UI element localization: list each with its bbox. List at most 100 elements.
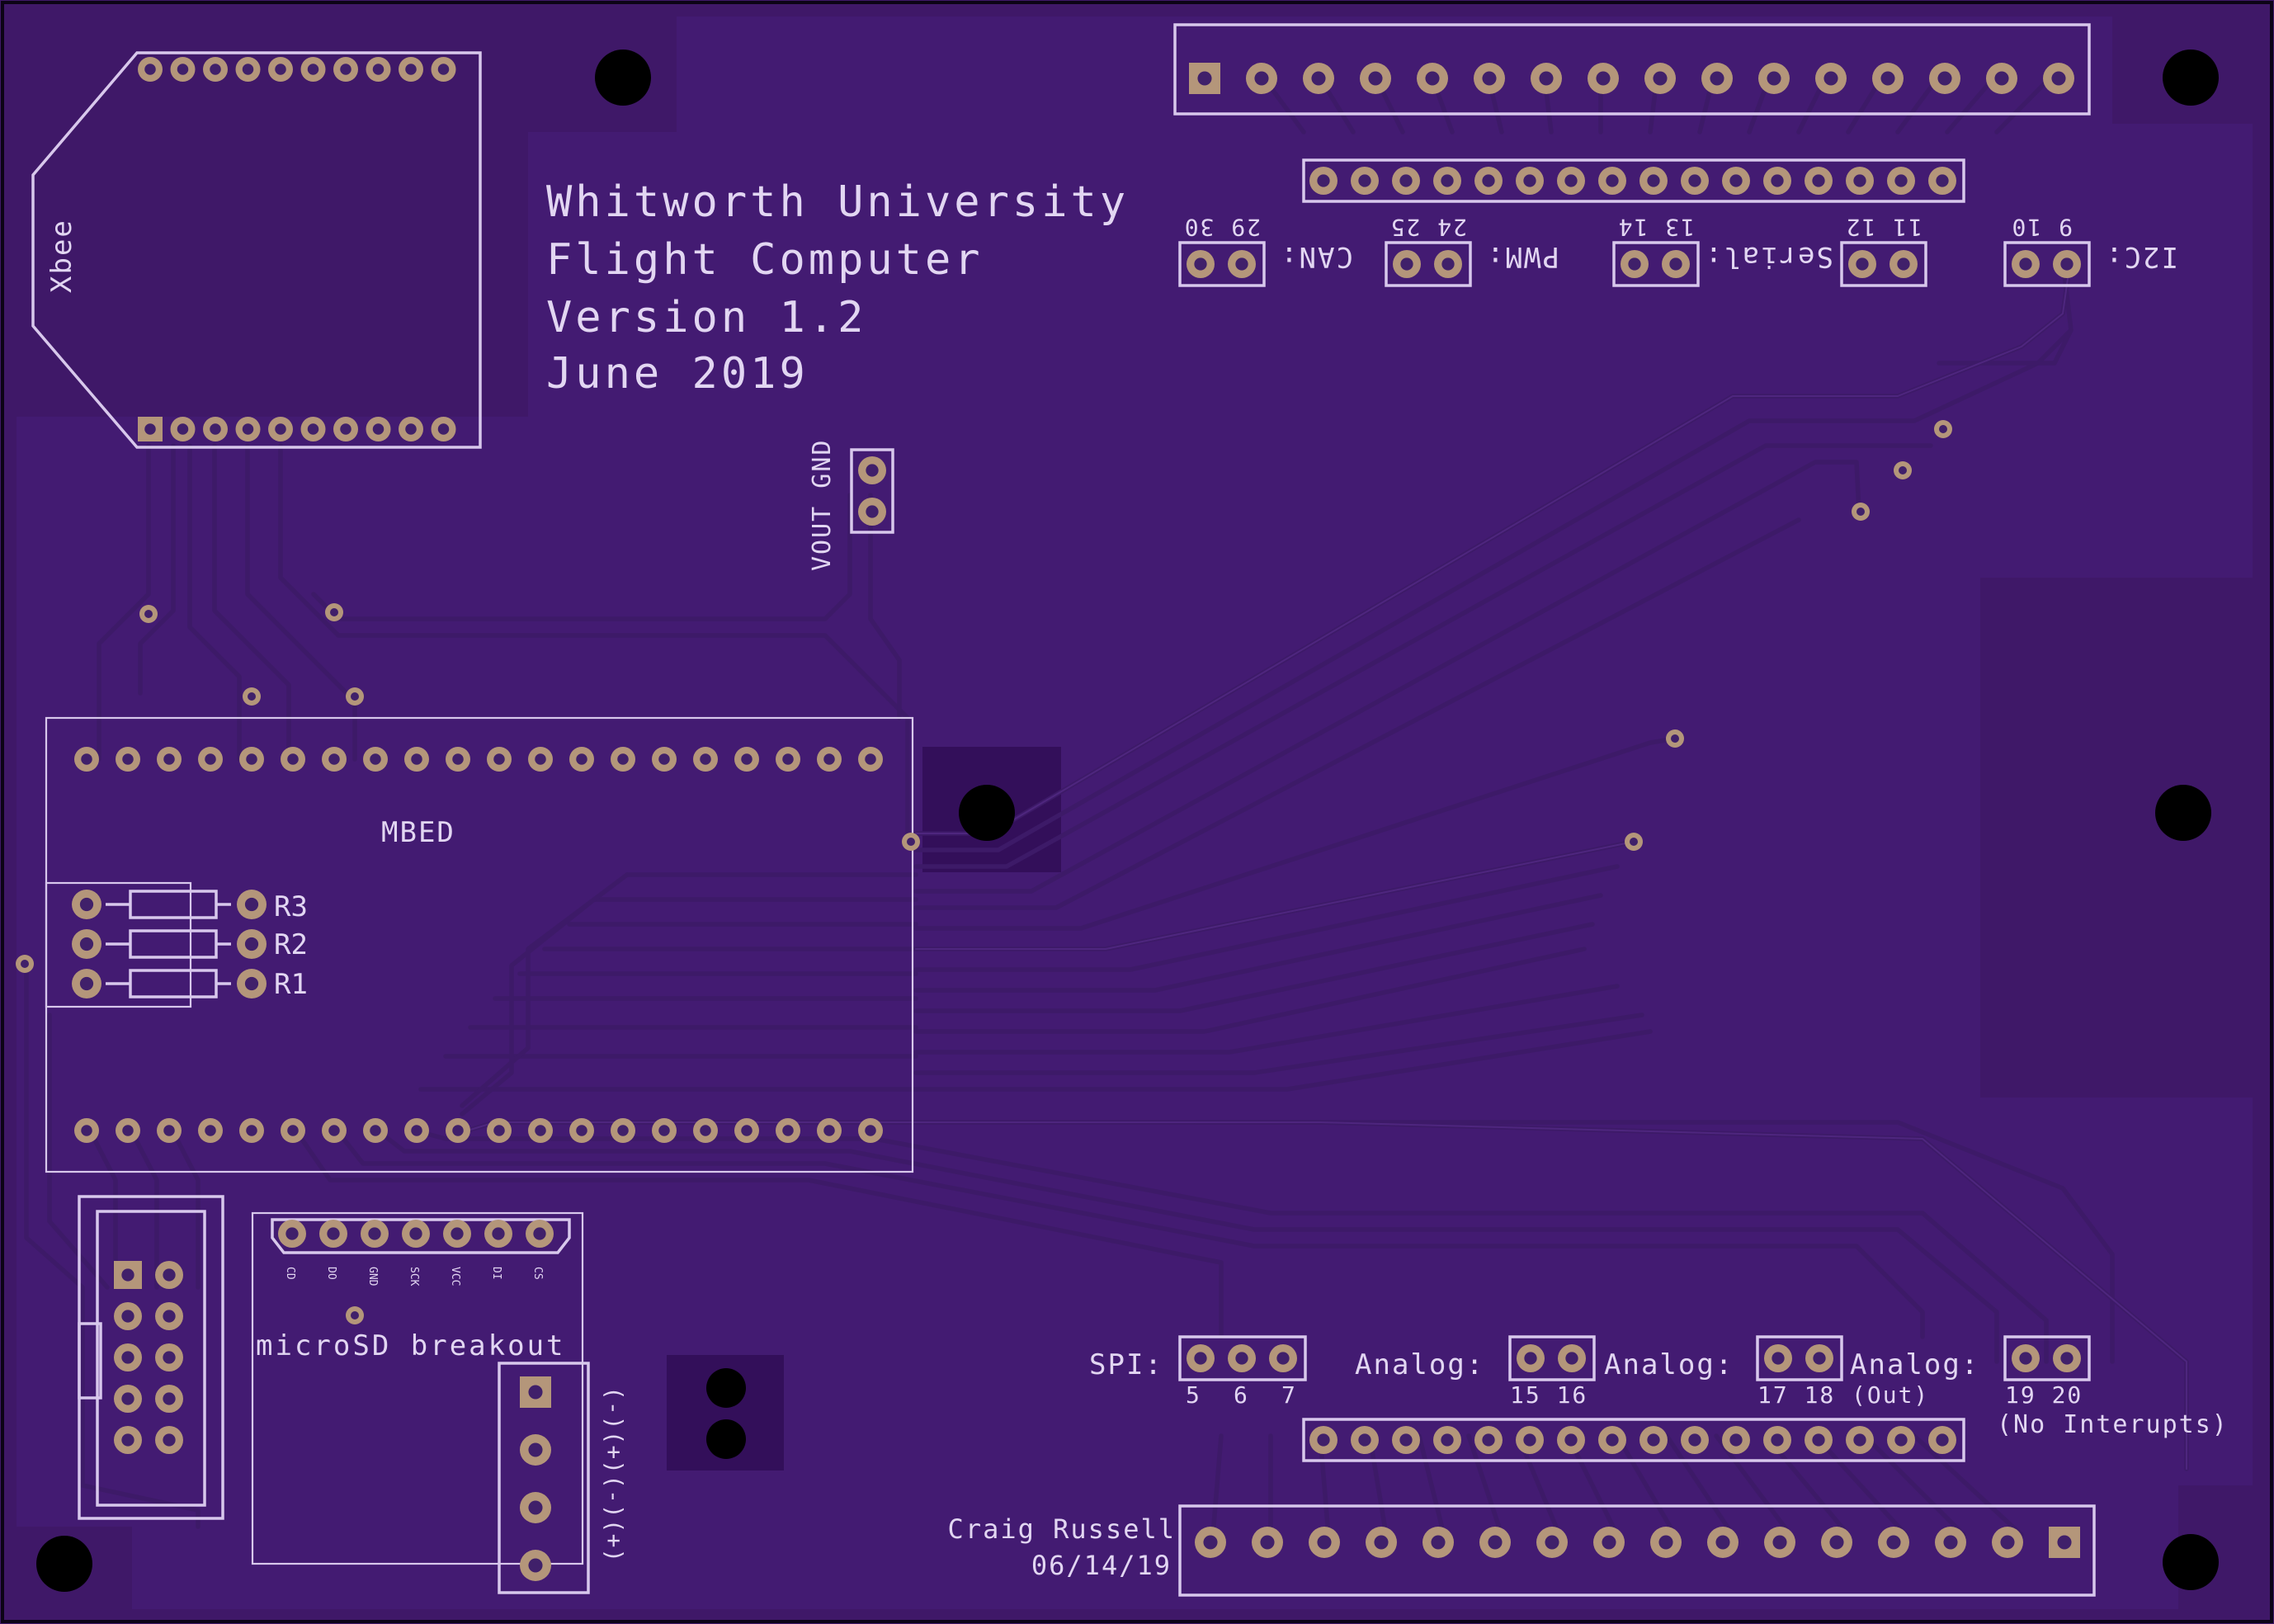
xbee-bottom-pin-8-hole xyxy=(372,423,385,435)
header-bottom-pin-9-hole xyxy=(1658,1535,1673,1550)
header-bottom-row2-pin-16-hole xyxy=(1936,1433,1949,1447)
analog-3-pins: 19 20 xyxy=(2005,1381,2083,1409)
pwm-label: PWM: xyxy=(1485,240,1559,273)
via-4-hole xyxy=(351,692,359,701)
header-top-row2-pin-13-hole xyxy=(1812,174,1825,187)
header-bottom-row2-pin-10-hole xyxy=(1688,1433,1701,1447)
box-header-pin-r3-hole xyxy=(163,1351,176,1364)
header-top-pin-5-hole xyxy=(1425,71,1440,86)
header-bottom-row2-pin-2-hole xyxy=(1358,1433,1371,1447)
header-top-row2-pin-4-hole xyxy=(1441,174,1454,187)
xbee-top-pin-7-hole xyxy=(340,64,351,75)
i2c-pins-label: 9 10 xyxy=(2011,214,2073,241)
mbed-bottom-pin-7-hole xyxy=(328,1125,340,1136)
header-bottom-row2-pin-6-hole xyxy=(1523,1433,1536,1447)
xbee-outline xyxy=(31,51,482,449)
xbee-bottom-pin-9-hole xyxy=(405,423,417,435)
mbed-bottom-pin-3-hole xyxy=(163,1125,175,1136)
header-top-row2-pin-2-hole xyxy=(1358,174,1371,187)
can-label: CAN: xyxy=(1279,240,1353,273)
mbed-bottom-pin-13-hole xyxy=(576,1125,587,1136)
i2c-pin-2-hole xyxy=(2060,257,2073,271)
via-3-hole xyxy=(248,692,256,701)
header-top-pin-12-hole xyxy=(1823,71,1838,86)
serial-pins-b-label: 11 12 xyxy=(1845,214,1923,241)
i2c-header-outline xyxy=(2003,241,2091,287)
header-bottom-pin-1-hole xyxy=(1203,1535,1218,1550)
mbed-bottom-pin-9-hole xyxy=(411,1125,422,1136)
header-top-row2-pin-5-hole xyxy=(1482,174,1495,187)
box-header-notch xyxy=(78,1322,102,1400)
resistor-pad-a-3-hole xyxy=(79,976,94,991)
via-2-hole xyxy=(330,608,338,616)
header-bottom-row2-pin-5-hole xyxy=(1482,1433,1495,1447)
mbed-bottom-pin-6-hole xyxy=(287,1125,299,1136)
serial-b-header-outline xyxy=(1840,241,1927,287)
microsd-pin-label: VCC xyxy=(449,1267,461,1286)
power-header-outline xyxy=(498,1362,590,1594)
spi-header-outline xyxy=(1178,1335,1307,1381)
header-bottom-pin-11-hole xyxy=(1772,1535,1787,1550)
mount-hole-small-1 xyxy=(706,1368,746,1408)
analog-1-pins: 15 16 xyxy=(1510,1381,1588,1409)
analog-1-header-outline xyxy=(1508,1335,1596,1381)
xbee-top-pin-5-hole xyxy=(275,64,286,75)
header-bottom-row2-pin-14-hole xyxy=(1853,1433,1866,1447)
analog-1-pin-1-hole xyxy=(1524,1352,1537,1365)
mbed-top-pin-11-hole xyxy=(493,753,505,765)
via-12-hole xyxy=(351,1311,359,1320)
header-top-pin-16-hole xyxy=(2051,71,2066,86)
mbed-bottom-pin-20-hole xyxy=(865,1125,876,1136)
header-top-pin-10-hole xyxy=(1710,71,1724,86)
xbee-top-pin-8-hole xyxy=(372,64,385,75)
title-line-4: June 2019 xyxy=(546,349,809,399)
header-top-pin-9-hole xyxy=(1653,71,1668,86)
box-header-pin-l2-hole xyxy=(121,1310,134,1323)
mbed-top-pin-9-hole xyxy=(411,753,422,765)
xbee-top-pin-10-hole xyxy=(437,64,450,75)
can-header-outline xyxy=(1178,241,1266,287)
mbed-top-pin-17-hole xyxy=(741,753,752,765)
xbee-bottom-pin-3-hole xyxy=(210,423,221,435)
mbed-top-pin-8-hole xyxy=(370,753,381,765)
header-bottom-row2-pin-12-hole xyxy=(1771,1433,1784,1447)
microsd-pin-label: SCK xyxy=(408,1267,420,1286)
header-bottom-pin-15-hole xyxy=(2000,1535,2015,1550)
gnd-pin-hole xyxy=(866,505,879,518)
xbee-top-pin-1-hole xyxy=(144,64,156,75)
mbed-top-pin-1-hole xyxy=(81,753,92,765)
pwm-header-outline xyxy=(1385,241,1472,287)
power-pin-4-hole xyxy=(528,1558,543,1573)
mbed-top-pin-5-hole xyxy=(246,753,257,765)
header-top-pin-2-hole xyxy=(1254,71,1269,86)
mbed-top-pin-12-hole xyxy=(535,753,546,765)
header-bottom-pin-2-hole xyxy=(1260,1535,1275,1550)
header-top-pin-15-hole xyxy=(1994,71,2009,86)
mount-hole-right-mid xyxy=(2155,785,2211,841)
mbed-bottom-pin-15-hole xyxy=(658,1125,670,1136)
header-bottom-row2-pin-15-hole xyxy=(1894,1433,1908,1447)
power-pin-1-hole xyxy=(528,1385,543,1400)
mbed-bottom-pin-4-hole xyxy=(205,1125,216,1136)
header-top-row2-pin-1-hole xyxy=(1317,174,1330,187)
box-header-pin-r2-hole xyxy=(163,1310,176,1323)
power-pin-3-hole xyxy=(528,1500,543,1515)
mbed-bottom-pin-1-hole xyxy=(81,1125,92,1136)
header-top-row2-outline xyxy=(1302,158,1965,203)
box-header-pin-l3-hole xyxy=(121,1351,134,1364)
microsd-pin-label: GND xyxy=(366,1267,379,1286)
pads xyxy=(72,57,2081,1581)
header-top-row2-pin-6-hole xyxy=(1523,174,1536,187)
analog-3-header-outline xyxy=(2003,1335,2091,1381)
header-top-pin-3-hole xyxy=(1311,71,1326,86)
header-bottom-row2-pin-7-hole xyxy=(1564,1433,1578,1447)
r2-label: R2 xyxy=(274,928,308,961)
header-top-row2-pin-16-hole xyxy=(1936,174,1949,187)
analog-2-note: (Out) xyxy=(1852,1381,1929,1409)
serial-pins-a-label: 13 14 xyxy=(1617,214,1695,241)
serial-b-pin-1-hole xyxy=(1856,257,1869,271)
header-bottom-row2-outline xyxy=(1302,1418,1965,1462)
xbee-bottom-pin-10-hole xyxy=(437,423,450,435)
